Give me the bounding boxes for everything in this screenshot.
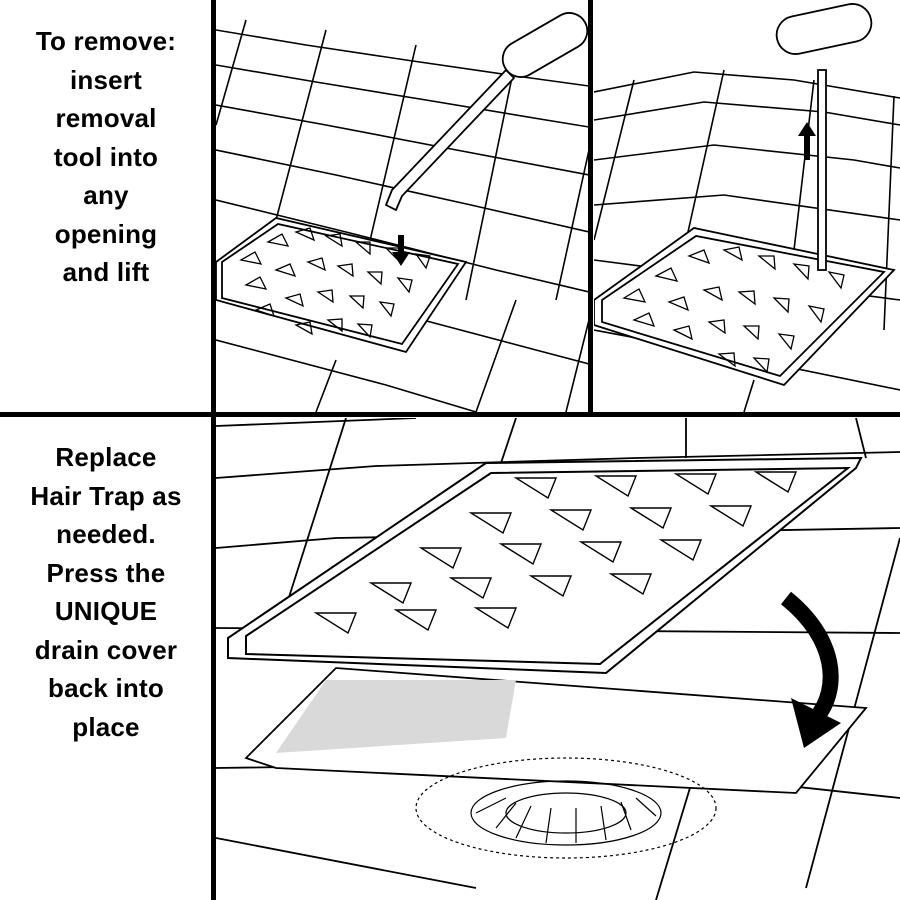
hair-trap xyxy=(415,757,717,859)
arrow-down-icon xyxy=(392,235,410,266)
horizontal-divider xyxy=(0,412,900,417)
replace-instructions: Replace Hair Trap as needed. Press the U… xyxy=(0,416,212,900)
arrow-up-icon xyxy=(798,122,816,160)
illustration-tool-insert xyxy=(216,0,589,412)
curved-arrow-icon xyxy=(780,591,841,748)
illustration-cover-replace xyxy=(216,418,900,900)
remove-instructions-text: To remove: insert removal tool into any … xyxy=(35,26,177,287)
remove-instructions: To remove: insert removal tool into any … xyxy=(0,0,212,414)
drain-cover xyxy=(227,456,863,675)
replace-instructions-text: Replace Hair Trap as needed. Press the U… xyxy=(30,442,182,742)
panel-divider xyxy=(588,0,593,414)
vertical-divider xyxy=(211,0,216,900)
removal-tool xyxy=(384,12,589,212)
illustration-tool-lift xyxy=(594,0,900,412)
drain-opening xyxy=(244,667,868,794)
